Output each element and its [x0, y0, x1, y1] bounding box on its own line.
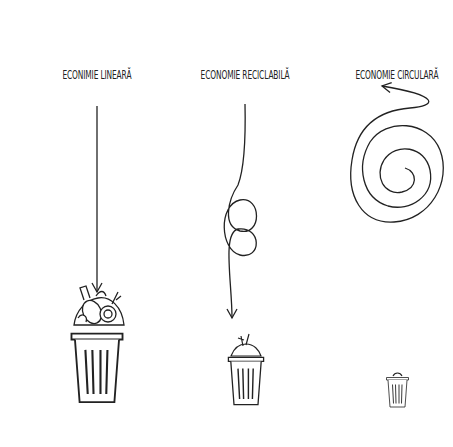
- trash-pile: [74, 286, 124, 327]
- column-heading: ECONIMIE LINEARĂ: [62, 68, 131, 82]
- column-heading: ECONOMIE CIRCULARĂ: [355, 68, 438, 82]
- column-heading: ECONOMIE RECICLABILĂ: [201, 68, 290, 82]
- trash-pile: [393, 373, 402, 376]
- linear-arrow: [96, 106, 97, 292]
- circular-spiral: [351, 86, 444, 222]
- trash-pile: [231, 334, 261, 356]
- trash-bin: [387, 378, 409, 408]
- trash-bin: [71, 334, 122, 402]
- trash-bin: [228, 357, 263, 404]
- recycle-arrow: [224, 104, 256, 318]
